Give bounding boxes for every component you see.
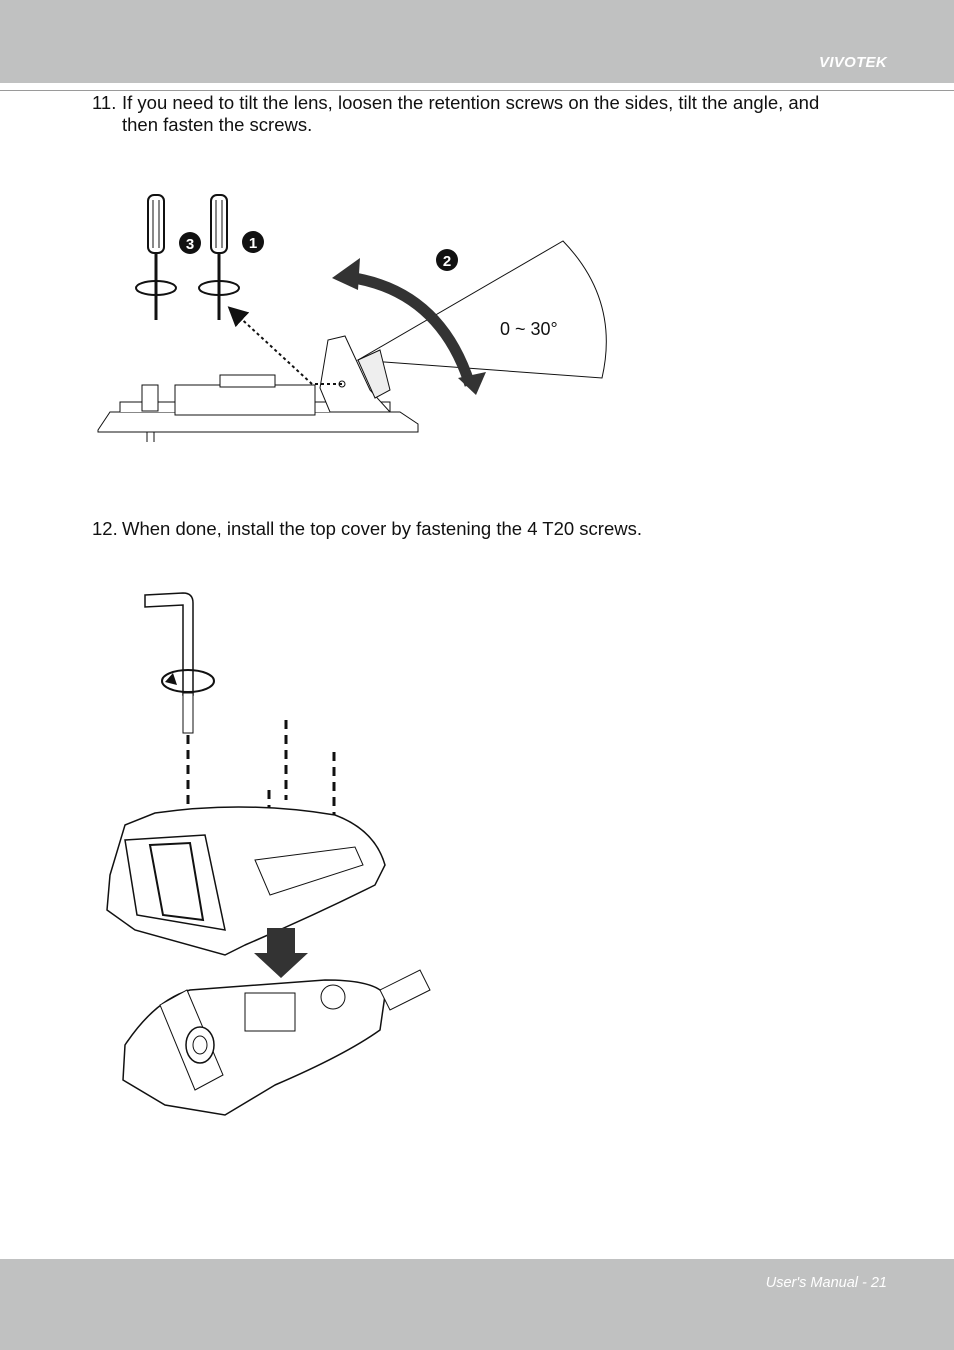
step-number: 12.	[92, 518, 118, 539]
top-cover-illustration	[106, 592, 431, 1116]
page-footer	[0, 1259, 954, 1350]
header-divider	[0, 90, 954, 91]
page-header: VIVOTEK	[0, 0, 954, 83]
tilt-lens-illustration: 3 1 2 0 ~ 30°	[97, 194, 607, 442]
step-line: If you need to tilt the lens, loosen the…	[122, 92, 820, 113]
step-number: 11.	[92, 92, 117, 113]
torx-key-icon	[144, 592, 215, 734]
svg-text:1: 1	[249, 235, 257, 252]
screwdriver-icon	[198, 194, 240, 320]
angle-label: 0 ~ 30°	[500, 319, 558, 339]
svg-text:3: 3	[186, 236, 194, 253]
step-12-text: 12.When done, install the top cover by f…	[92, 518, 872, 540]
svg-text:2: 2	[443, 253, 451, 270]
step-line: When done, install the top cover by fast…	[122, 518, 643, 539]
screwdriver-icon	[135, 194, 177, 320]
brand-logo: VIVOTEK	[819, 54, 887, 71]
step-line-continued: then fasten the screws.	[122, 114, 313, 135]
down-arrow-icon	[254, 928, 308, 978]
camera-base	[97, 411, 419, 433]
callout-1: 1	[242, 231, 264, 253]
tilt-arrow	[347, 271, 476, 387]
top-cover	[106, 806, 386, 956]
callout-2: 2	[436, 249, 458, 271]
angle-wedge	[356, 240, 607, 379]
step-11-text: 11.If you need to tilt the lens, loosen …	[92, 92, 872, 136]
callout-3: 3	[179, 232, 201, 254]
page-number-label: User's Manual - 21	[765, 1275, 887, 1291]
